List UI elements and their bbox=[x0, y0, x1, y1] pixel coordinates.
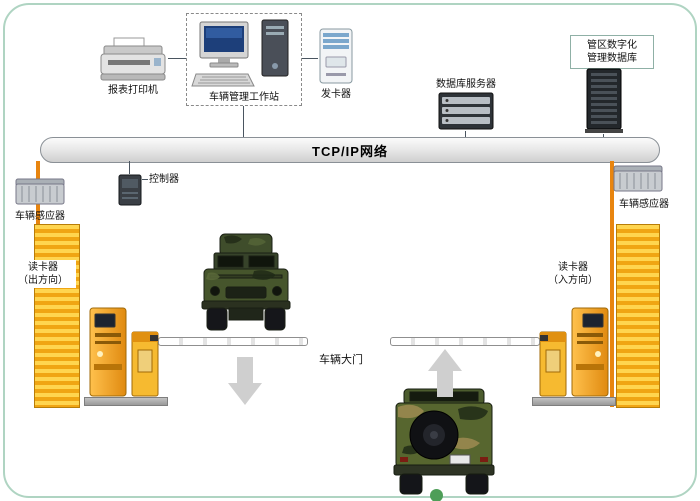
workstation-box: 车辆管理工作站 bbox=[186, 13, 302, 106]
controller-icon bbox=[118, 174, 142, 206]
card-reader-entry-label-line1: 读卡器 bbox=[558, 262, 588, 273]
network-label: TCP/IP网络 bbox=[312, 143, 388, 159]
workstation-icon bbox=[190, 18, 300, 90]
gate-base-left bbox=[84, 397, 168, 406]
card-issuer-icon bbox=[318, 27, 354, 85]
connector-network-controller bbox=[129, 161, 130, 174]
gate-label: 车辆大门 bbox=[319, 354, 363, 366]
ticket-kiosk-left-icon bbox=[88, 306, 128, 398]
exiting-vehicle bbox=[196, 231, 296, 333]
network-bus: TCP/IP网络 bbox=[40, 137, 660, 163]
connector-rack-network bbox=[603, 134, 604, 137]
entry-direction-arrow-head bbox=[428, 349, 462, 371]
card-reader-entry-label-line2: （入方向） bbox=[548, 275, 598, 286]
district-db-label-line2: 管理数据库 bbox=[587, 53, 637, 64]
barrier-housing-left bbox=[130, 330, 160, 398]
printer-icon bbox=[98, 36, 168, 82]
connector-workstation-network bbox=[243, 106, 244, 137]
exit-direction-arrow-head bbox=[228, 383, 262, 405]
connector-dbserver-network bbox=[465, 131, 466, 137]
ticket-kiosk-right-icon bbox=[570, 306, 610, 398]
card-issuer-label: 发卡器 bbox=[321, 89, 351, 100]
vehicle-sensor-right-label: 车辆感应器 bbox=[619, 199, 669, 210]
entry-direction-arrow-shaft bbox=[437, 370, 453, 397]
exit-direction-arrow-shaft bbox=[237, 357, 253, 384]
gate-base-right bbox=[532, 397, 616, 406]
card-reader-entry-label: 读卡器 （入方向） bbox=[540, 260, 606, 288]
connector-printer-workstation bbox=[168, 58, 186, 59]
entering-vehicle bbox=[388, 387, 500, 497]
barrier-wall-left bbox=[34, 224, 80, 408]
db-server-label: 数据库服务器 bbox=[436, 79, 496, 90]
barrier-housing-right bbox=[538, 330, 568, 398]
card-reader-exit-label: 读卡器 （出方向） bbox=[10, 260, 76, 288]
printer-label: 报表打印机 bbox=[108, 85, 158, 96]
vehicle-sensor-left-label: 车辆感应器 bbox=[15, 211, 65, 222]
connector-controller-label bbox=[142, 179, 148, 180]
barrier-arm-left bbox=[158, 337, 308, 346]
vehicle-sensor-left-icon bbox=[14, 177, 66, 207]
card-reader-exit-label-line1: 读卡器 bbox=[28, 262, 58, 273]
frame-ornament bbox=[430, 489, 443, 501]
district-db-label-line1: 管区数字化 bbox=[587, 40, 637, 51]
barrier-arm-right bbox=[390, 337, 540, 346]
barrier-wall-right bbox=[616, 224, 660, 408]
card-reader-exit-label-line2: （出方向） bbox=[18, 275, 68, 286]
db-server-icon bbox=[437, 91, 495, 131]
district-db-label: 管区数字化 管理数据库 bbox=[570, 35, 654, 69]
workstation-label: 车辆管理工作站 bbox=[209, 92, 279, 103]
vehicle-sensor-right-icon bbox=[612, 164, 664, 194]
controller-label: 控制器 bbox=[149, 174, 179, 185]
induction-line-right bbox=[610, 161, 614, 407]
connector-workstation-cardissuer bbox=[302, 58, 318, 59]
district-db-rack-icon bbox=[584, 68, 624, 134]
